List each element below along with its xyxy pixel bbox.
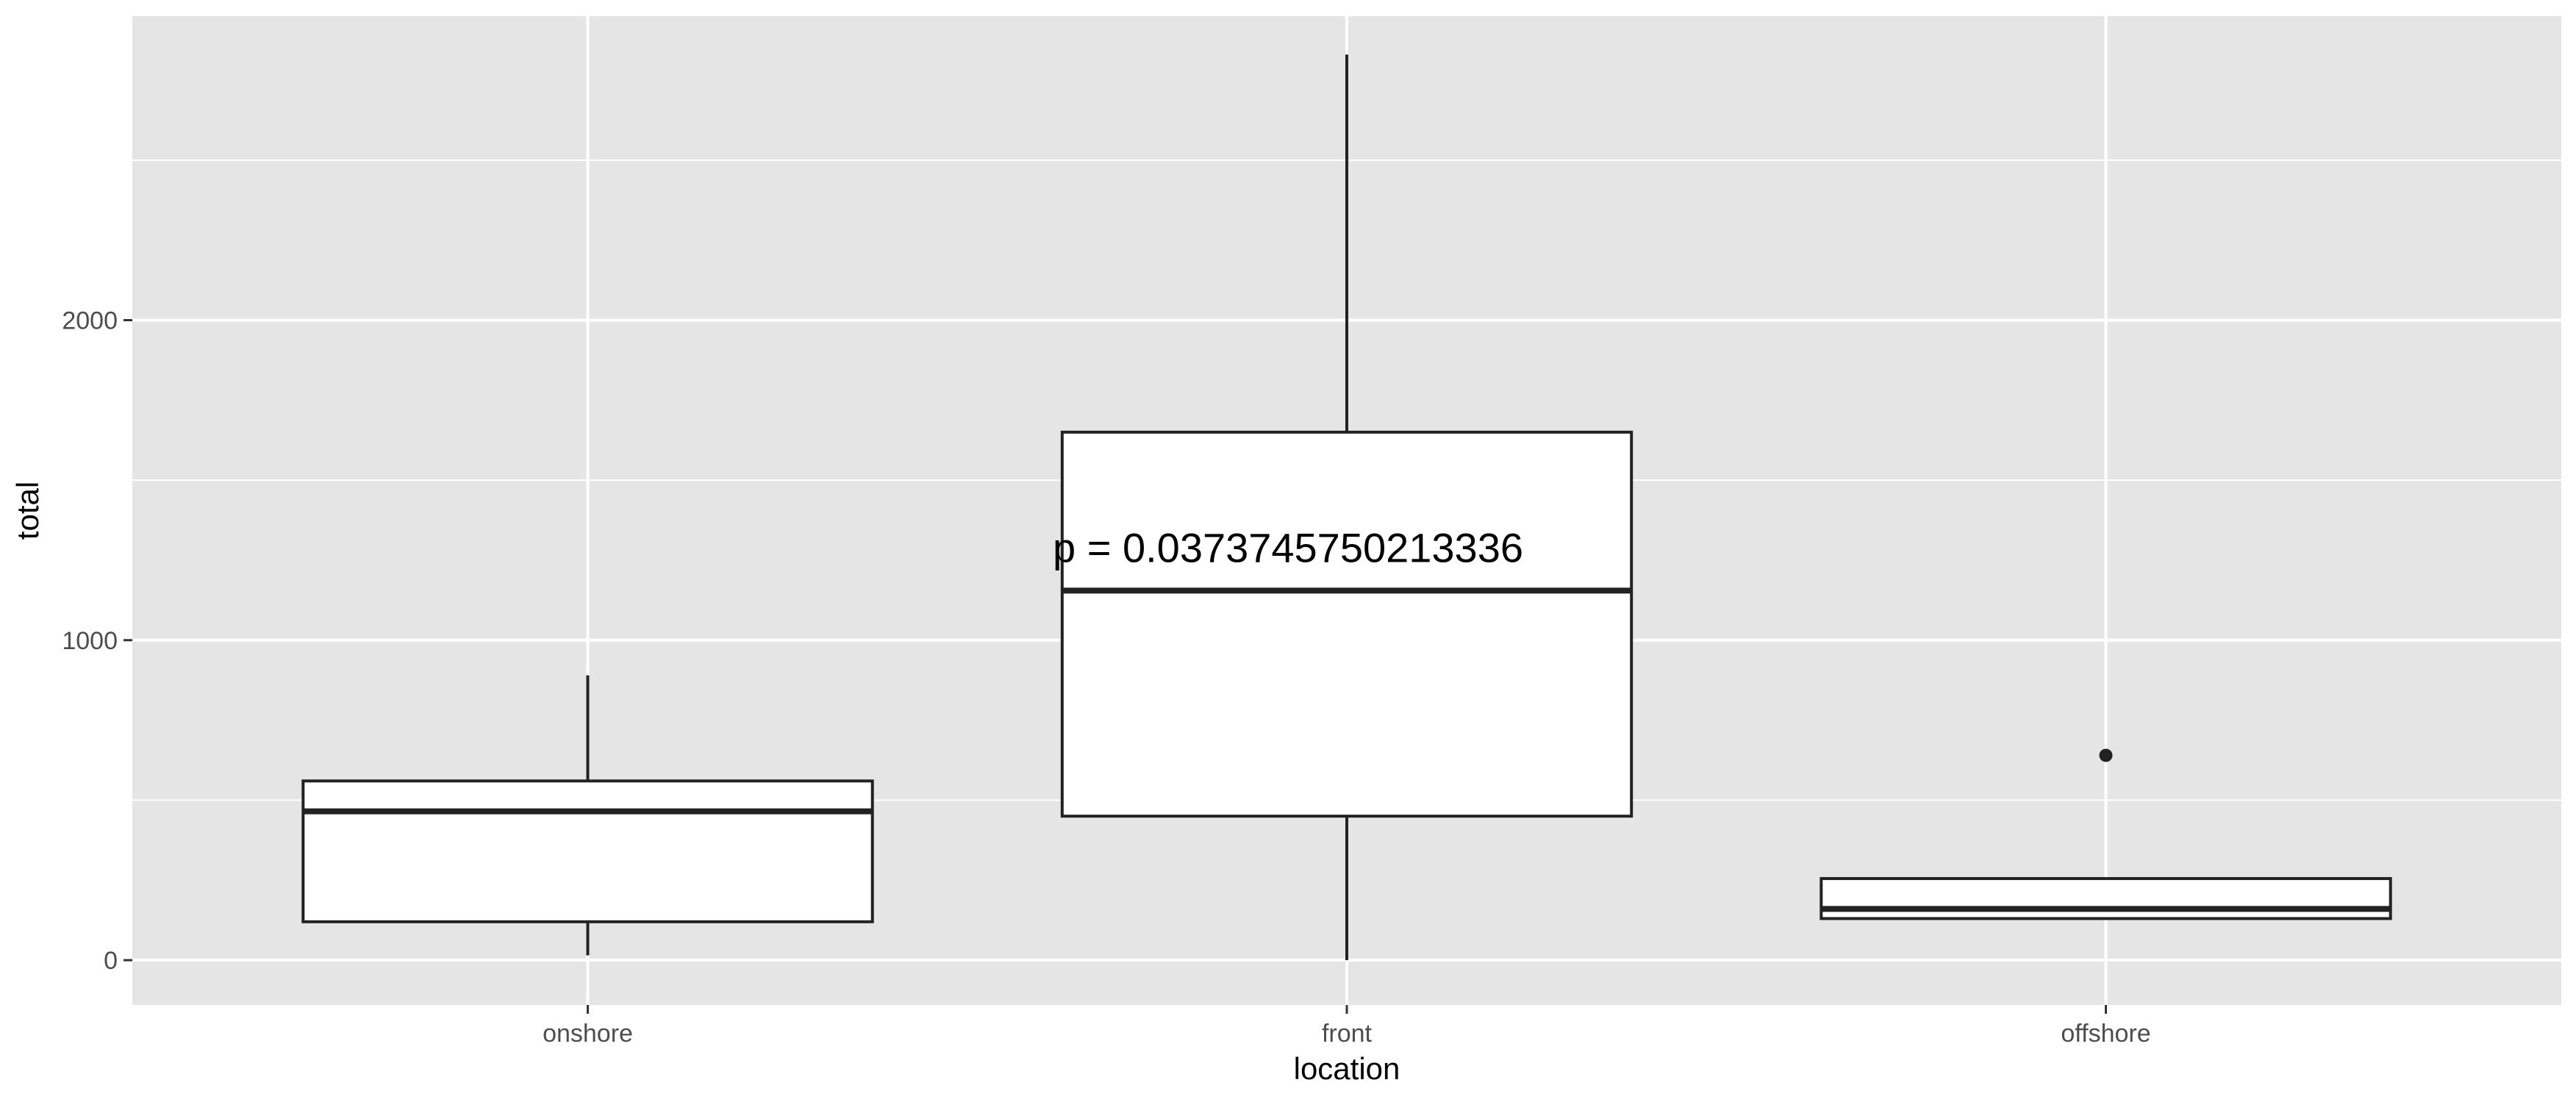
x-tick-label: front xyxy=(1322,1020,1373,1048)
boxes xyxy=(301,54,2392,961)
y-tick-label: 1000 xyxy=(62,627,118,655)
x-axis-title: location xyxy=(1294,1051,1400,1086)
box-front xyxy=(1060,54,1634,961)
outlier-point xyxy=(2099,748,2113,762)
p-value-annotation: p = 0.0373745750213336 xyxy=(1053,525,1523,571)
box-body xyxy=(1060,430,1634,818)
x-axis-ticks: onshore front offshore xyxy=(543,1005,2151,1048)
x-tick-label: offshore xyxy=(2061,1020,2150,1048)
box-onshore xyxy=(301,675,874,956)
y-tick-label: 0 xyxy=(104,947,118,975)
y-axis-ticks: 0 1000 2000 xyxy=(62,307,132,975)
box-offshore xyxy=(1820,748,2392,920)
box-body xyxy=(1820,877,2392,920)
x-tick-label: onshore xyxy=(543,1020,633,1048)
box-body xyxy=(301,779,874,923)
y-tick-label: 2000 xyxy=(62,307,118,335)
y-axis-title: total xyxy=(10,482,45,540)
